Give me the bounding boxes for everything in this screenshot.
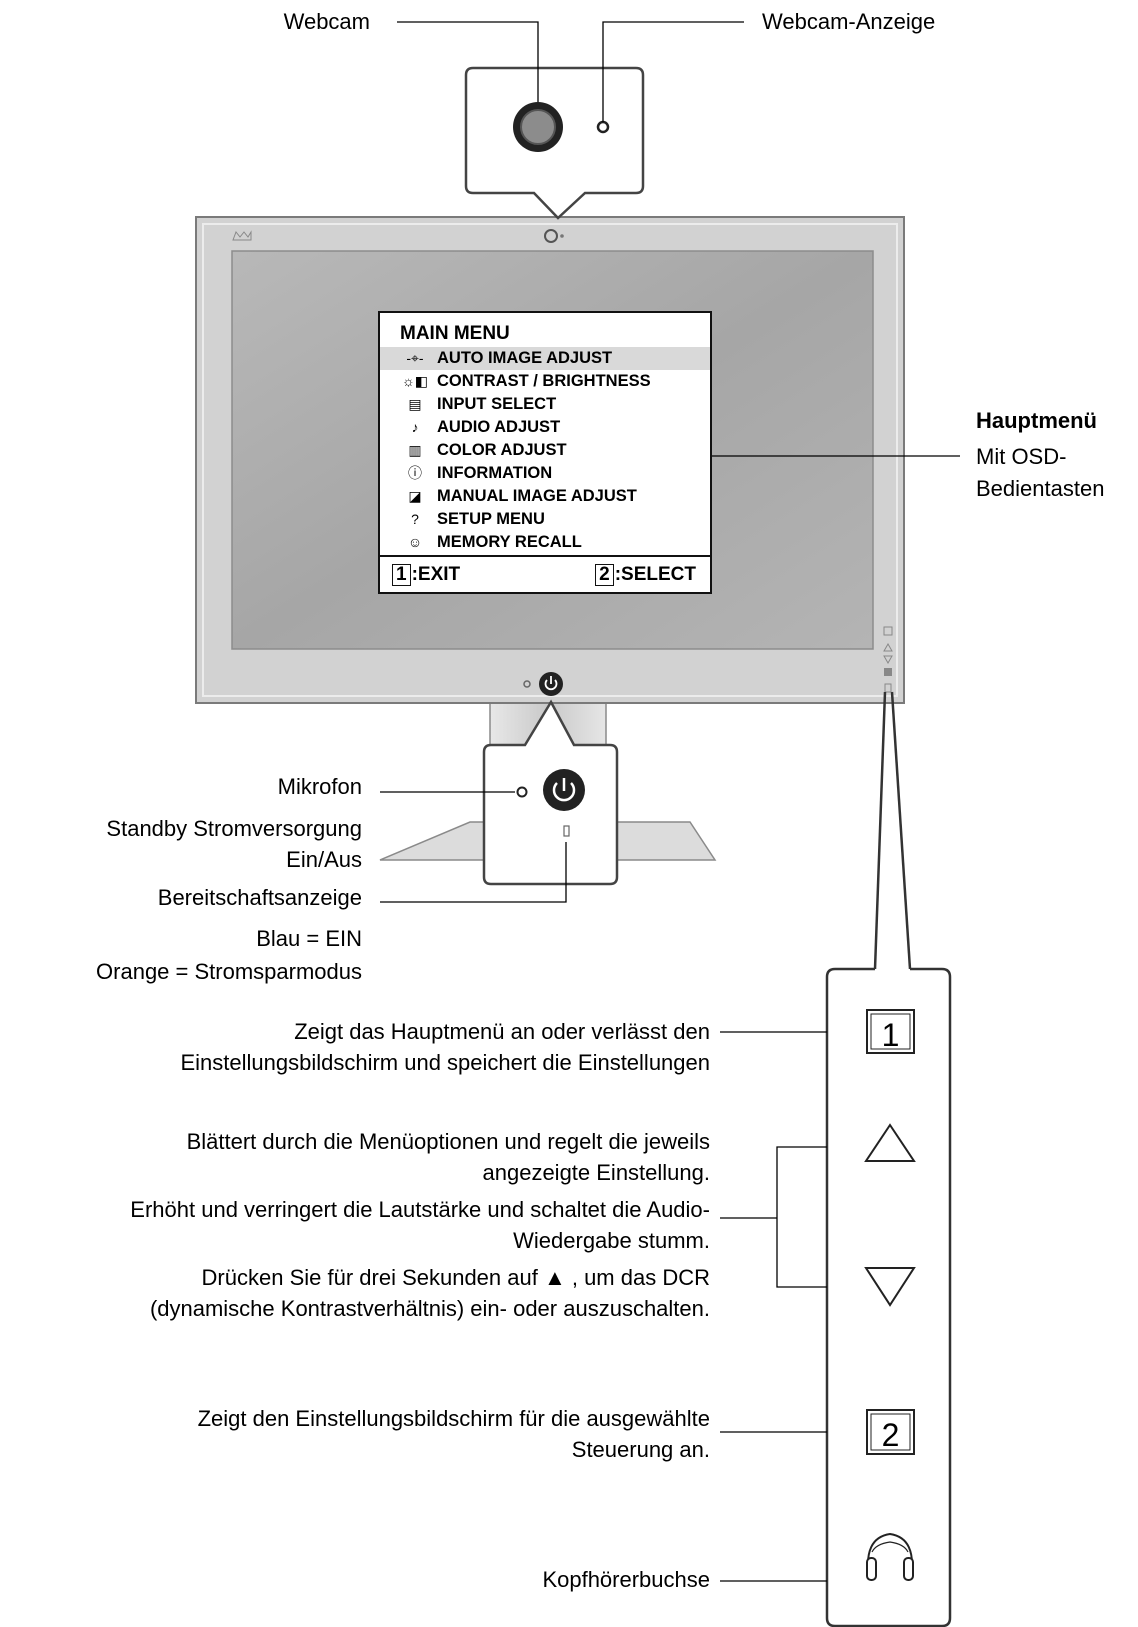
updown-desc-b2: Wiedergabe stumm. [513,1228,710,1253]
orange-saving-label: Orange = Stromsparmodus [96,959,362,984]
up-arrow-icon [864,1123,916,1162]
standby-label-2: Ein/Aus [286,847,362,872]
updown-desc-c2: (dynamische Kontrastverhältnis) ein- ode… [149,1296,710,1321]
osd-menu-item-label: INFORMATION [437,464,553,482]
bezel-webcam-icon [544,229,558,243]
standby-label-1: Standby Stromversorgung [106,816,362,841]
updown-desc-c1: Drücken Sie für drei Sekunden auf ▲ , um… [201,1265,710,1290]
updown-desc-b1: Erhöht und verringert die Lautstärke und… [130,1197,710,1222]
main-menu-desc-2: Bedientasten [976,476,1105,501]
osd-menu-item-label: MANUAL IMAGE ADJUST [437,487,637,505]
key-2-label: 2 [882,1417,900,1453]
key-1-icon [866,1009,915,1054]
power-callout [380,699,619,903]
osd-menu-item[interactable]: ? SETUP MENU [380,508,710,531]
osd-menu-item-label: SETUP MENU [437,510,545,528]
osd-menu-item-label: CONTRAST / BRIGHTNESS [437,372,651,390]
brand-logo-icon [232,230,252,241]
microphone-label: Mikrofon [277,774,362,799]
manual-adjust-icon: ◪ [408,488,422,504]
button1-desc-2: Einstellungsbildschirm und speichert die… [180,1050,710,1075]
osd-menu-item[interactable]: ⓘ INFORMATION [380,462,710,485]
osd-menu-item-label: AUDIO ADJUST [437,418,561,436]
osd-menu-item-label: MEMORY RECALL [437,533,582,551]
color-bars-icon: ▥ [408,442,422,458]
osd-select: 2:SELECT [595,564,696,586]
crosshair-icon: -⌖- [406,350,424,366]
button2-desc-1: Zeigt den Einstellungsbildschirm für die… [197,1406,710,1431]
main-menu-label: Hauptmenü [976,408,1097,433]
osd-main-menu: MAIN MENU -⌖- AUTO IMAGE ADJUST ☼◧ CONTRAST… [378,311,712,594]
osd-menu-item-label: INPUT SELECT [437,395,557,413]
headphone-label: Kopfhörerbuchse [542,1567,710,1592]
updown-desc-a1: Blättert durch die Menüoptionen und rege… [186,1129,710,1154]
blue-on-label: Blau = EIN [256,926,362,951]
webcam-callout [397,21,744,220]
side-buttons-icon [883,626,893,693]
osd-menu-item-label: AUTO IMAGE ADJUST [437,349,613,367]
osd-menu-item[interactable]: ☼◧ CONTRAST / BRIGHTNESS [380,370,710,393]
osd-menu-item[interactable]: ♪ AUDIO ADJUST [380,416,710,439]
osd-menu-item[interactable]: ▥ COLOR ADJUST [380,439,710,462]
osd-menu-item[interactable]: ▤ INPUT SELECT [380,393,710,416]
control-panel-callout [720,691,952,1627]
sun-contrast-icon: ☼◧ [401,373,429,389]
button2-desc-2: Steuerung an. [571,1437,710,1462]
osd-footer: 1:EXIT 2:SELECT [380,555,710,594]
down-arrow-icon [864,1267,916,1307]
question-icon: ? [411,511,419,527]
input-icon: ▤ [408,396,422,412]
key-1-label: 1 [882,1017,900,1053]
memory-recall-icon: ☺ [407,534,423,550]
osd-menu-item[interactable]: ◪ MANUAL IMAGE ADJUST [380,485,710,508]
bezel-microphone-icon [523,680,531,688]
osd-menu-item-label: COLOR ADJUST [437,441,567,459]
osd-title: MAIN MENU [400,323,510,344]
info-icon: ⓘ [408,465,422,481]
webcam-indicator-label: Webcam-Anzeige [762,9,936,34]
osd-exit: 1:EXIT [392,564,460,586]
standby-led-icon [563,825,570,837]
updown-desc-a2: angezeigte Einstellung. [482,1160,711,1185]
button1-desc-1: Zeigt das Hauptmenü an oder verlässt den [294,1019,710,1044]
microphone-icon [516,786,528,798]
audio-icon: ♪ [411,419,419,435]
main-menu-desc-1: Mit OSD- [976,444,1067,469]
headphone-icon [866,1532,914,1581]
osd-menu-item[interactable]: -⌖- AUTO IMAGE ADJUST [380,347,710,370]
osd-menu-item[interactable]: ☺ MEMORY RECALL [380,531,710,554]
webcam-label: Webcam [283,9,370,34]
ready-indicator-label: Bereitschaftsanzeige [157,885,362,910]
key-2-icon [866,1409,915,1455]
